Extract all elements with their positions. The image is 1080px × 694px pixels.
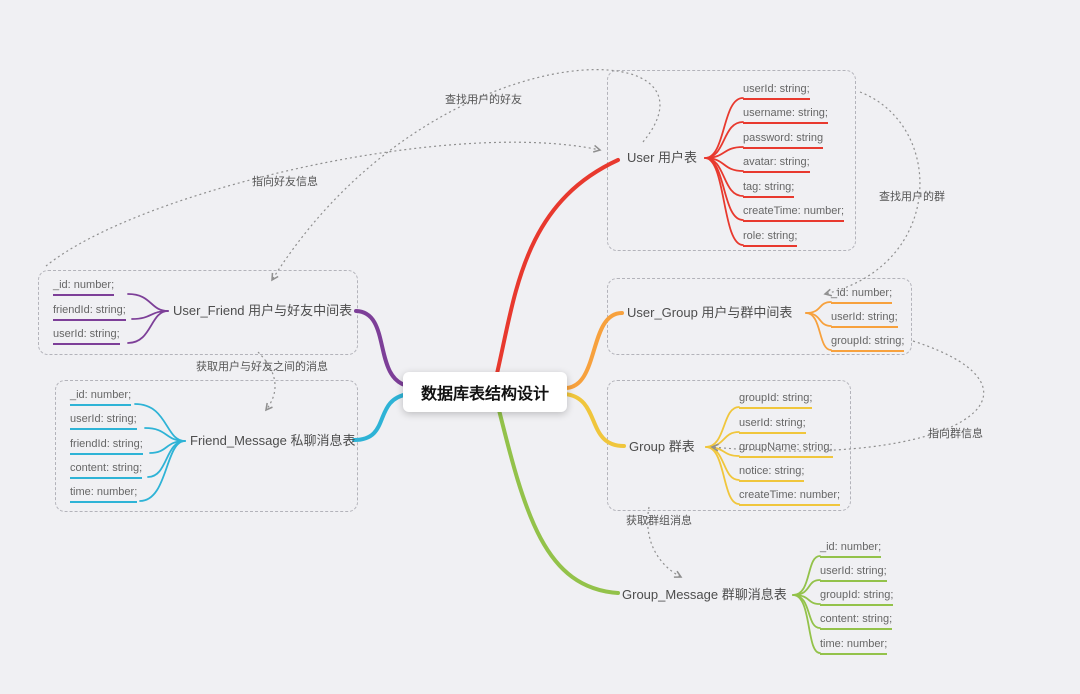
fan-user — [704, 97, 744, 246]
boundary-group-table[interactable] — [607, 380, 851, 511]
fan-user-group — [805, 301, 832, 351]
field-friend-message-userid[interactable]: userId: string; — [70, 413, 137, 430]
field-group-message-groupid[interactable]: groupId: string; — [820, 589, 894, 606]
central-topic[interactable]: 数据库表结构设计 — [403, 372, 568, 412]
field-user-password[interactable]: password: string — [743, 132, 824, 149]
field-friend-message-id[interactable]: _id: number; — [70, 389, 132, 406]
branch-curves — [352, 158, 626, 595]
field-friend-message-content[interactable]: content: string; — [70, 462, 143, 479]
field-friend-message-time[interactable]: time: number; — [70, 486, 138, 503]
field-user-createtime[interactable]: createTime: number; — [743, 205, 845, 222]
field-user-friend-userid[interactable]: userId: string; — [53, 328, 120, 345]
field-user-friend-id[interactable]: _id: number; — [53, 279, 115, 296]
fan-group — [705, 406, 740, 505]
node-group-table[interactable]: Group 群表 — [629, 439, 695, 454]
boundary-friend-message-table[interactable] — [55, 380, 358, 512]
branch-friend-message-curve — [352, 392, 410, 442]
relation-label-find-user-groups[interactable]: 查找用户的群 — [879, 191, 945, 203]
relation-arrows — [45, 69, 985, 578]
field-group-message-time[interactable]: time: number; — [820, 638, 888, 655]
field-group-message-id[interactable]: _id: number; — [820, 541, 882, 558]
field-group-message-userid[interactable]: userId: string; — [820, 565, 887, 582]
field-group-groupname[interactable]: groupName: string; — [739, 441, 833, 458]
relation-label-point-group-info[interactable]: 指向群信息 — [928, 428, 983, 440]
boundary-user-table[interactable] — [607, 70, 856, 251]
fan-group-message — [792, 555, 821, 654]
branch-user-curve — [493, 158, 620, 384]
relation-label-find-user-friends[interactable]: 查找用户的好友 — [445, 94, 522, 106]
field-user-group-userid[interactable]: userId: string; — [831, 311, 898, 328]
field-user-tag[interactable]: tag: string; — [743, 181, 795, 198]
relation-find-user-friends — [271, 69, 661, 282]
field-group-createtime[interactable]: createTime: number; — [739, 489, 841, 506]
field-group-notice[interactable]: notice: string; — [739, 465, 805, 482]
node-user-table[interactable]: User 用户表 — [627, 150, 698, 165]
relation-point-friend-info — [45, 141, 602, 267]
boundary-user-group-table[interactable] — [607, 278, 912, 355]
field-friend-message-friendid[interactable]: friendId: string; — [70, 438, 143, 455]
field-user-group-id[interactable]: _id: number; — [831, 287, 893, 304]
node-friend-message-table[interactable]: Friend_Message 私聊消息表 — [190, 433, 356, 448]
fan-user-friend — [127, 293, 169, 344]
branch-group-curve — [563, 392, 626, 448]
field-user-friend-friendid[interactable]: friendId: string; — [53, 304, 126, 321]
field-group-userid[interactable]: userId: string; — [739, 417, 806, 434]
field-user-role[interactable]: role: string; — [743, 230, 798, 247]
relation-label-get-group-messages[interactable]: 获取群组消息 — [626, 515, 692, 527]
field-user-avatar[interactable]: avatar: string; — [743, 156, 810, 173]
relation-label-get-friend-messages[interactable]: 获取用户与好友之间的消息 — [196, 361, 328, 373]
branch-user-group-curve — [563, 311, 624, 390]
field-user-username[interactable]: username: string; — [743, 107, 828, 124]
branch-group-message-curve — [496, 404, 620, 595]
relation-label-point-friend-info[interactable]: 指向好友信息 — [252, 176, 318, 188]
branch-user-friend-curve — [354, 309, 410, 388]
fan-friend-message — [134, 403, 186, 502]
field-group-groupid[interactable]: groupId: string; — [739, 392, 813, 409]
field-user-userid[interactable]: userId: string; — [743, 83, 810, 100]
node-user-group-table[interactable]: User_Group 用户与群中间表 — [627, 305, 793, 320]
field-user-group-groupid[interactable]: groupId: string; — [831, 335, 905, 352]
node-group-message-table[interactable]: Group_Message 群聊消息表 — [622, 587, 787, 602]
node-user-friend-table[interactable]: User_Friend 用户与好友中间表 — [173, 303, 353, 318]
field-group-message-content[interactable]: content: string; — [820, 613, 893, 630]
